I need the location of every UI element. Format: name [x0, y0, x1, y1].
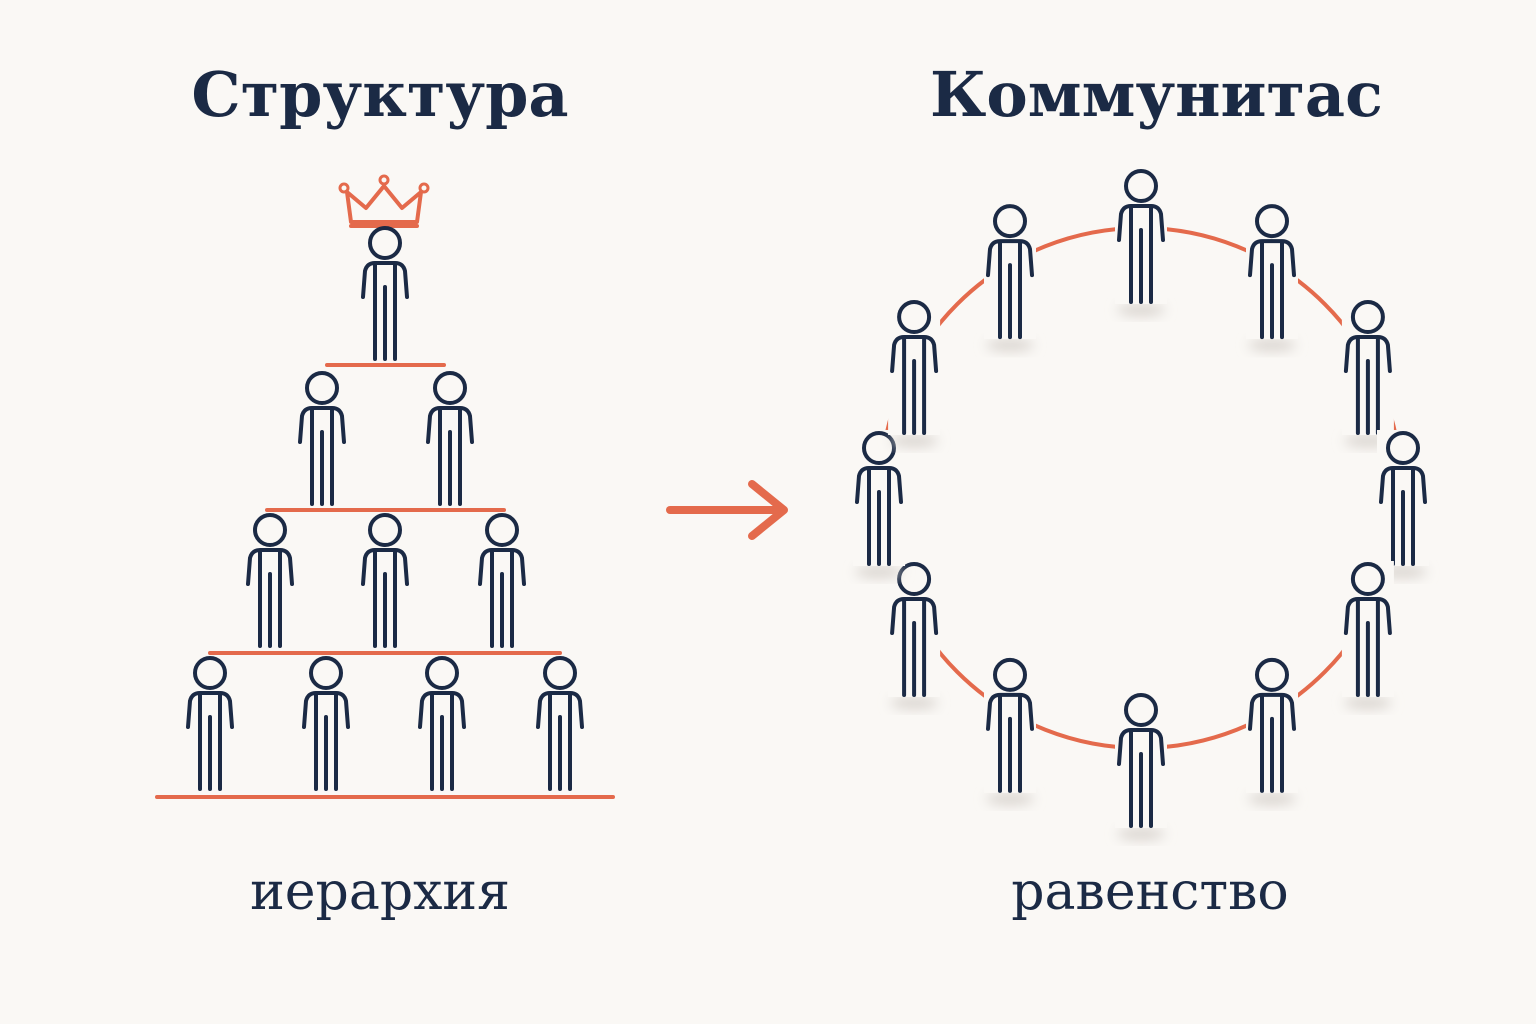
- crown-icon: [338, 174, 430, 228]
- equality-circle: [853, 168, 1429, 840]
- structure-title: Структура: [191, 58, 569, 131]
- person-icon: [302, 656, 350, 791]
- person-icon: [186, 656, 234, 791]
- hierarchy-caption: иерархия: [250, 862, 510, 922]
- person-icon: [298, 371, 346, 506]
- person-icon: [426, 371, 474, 506]
- person-icon: [246, 513, 294, 648]
- person-icon: [361, 226, 409, 361]
- hierarchy-pyramid: [155, 174, 615, 799]
- person-icon: [418, 656, 466, 791]
- communitas-title: Коммунитас: [930, 58, 1383, 131]
- person-icon: [361, 513, 409, 648]
- person-icon: [536, 656, 584, 791]
- arrow-right-icon: [666, 480, 788, 540]
- person-icon: [478, 513, 526, 648]
- equality-caption: равенство: [1011, 862, 1289, 922]
